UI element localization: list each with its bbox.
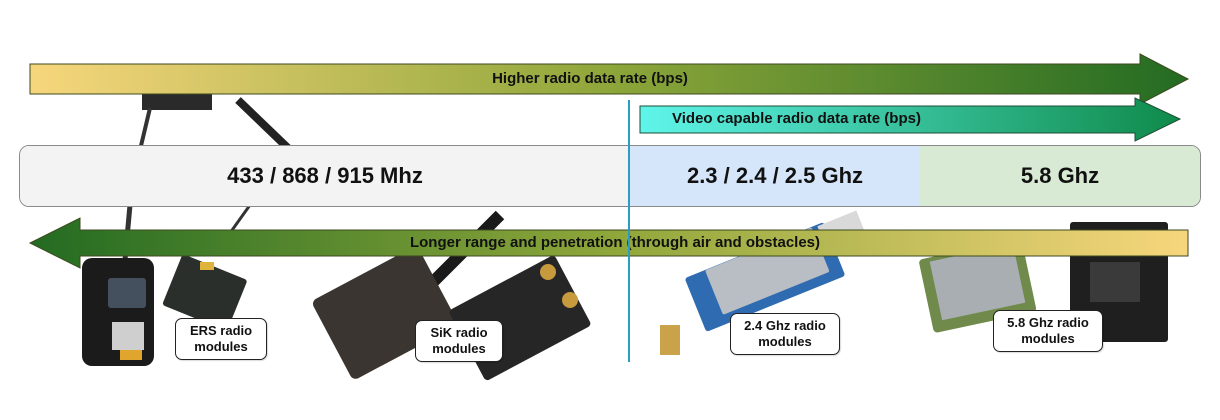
module-24ghz-callout: 2.4 Ghz radio modules [730,313,840,355]
video-rate-label: Video capable radio data rate (bps) [672,110,921,127]
module-58ghz-callout: 5.8 Ghz radio modules [993,310,1103,352]
band-sub-ghz: 433 / 868 / 915 Mhz [20,146,630,206]
video-rate-arrow [639,97,1182,142]
ers-modules-callout: ERS radio modules [175,318,267,360]
higher-rate-label: Higher radio data rate (bps) [492,70,688,87]
sik-modules-callout: SiK radio modules [415,320,503,362]
band-2-4-ghz: 2.3 / 2.4 / 2.5 Ghz [630,146,920,206]
longer-range-arrow [28,217,1189,269]
band-5-8-ghz: 5.8 Ghz [920,146,1200,206]
longer-range-label: Longer range and penetration (through ai… [409,234,821,251]
video-capable-divider [628,100,630,362]
higher-rate-arrow [29,53,1190,105]
frequency-band-bar: 433 / 868 / 915 Mhz 2.3 / 2.4 / 2.5 Ghz … [19,145,1201,207]
transmitter-photo [82,258,154,366]
ers-module-photo [162,254,247,331]
